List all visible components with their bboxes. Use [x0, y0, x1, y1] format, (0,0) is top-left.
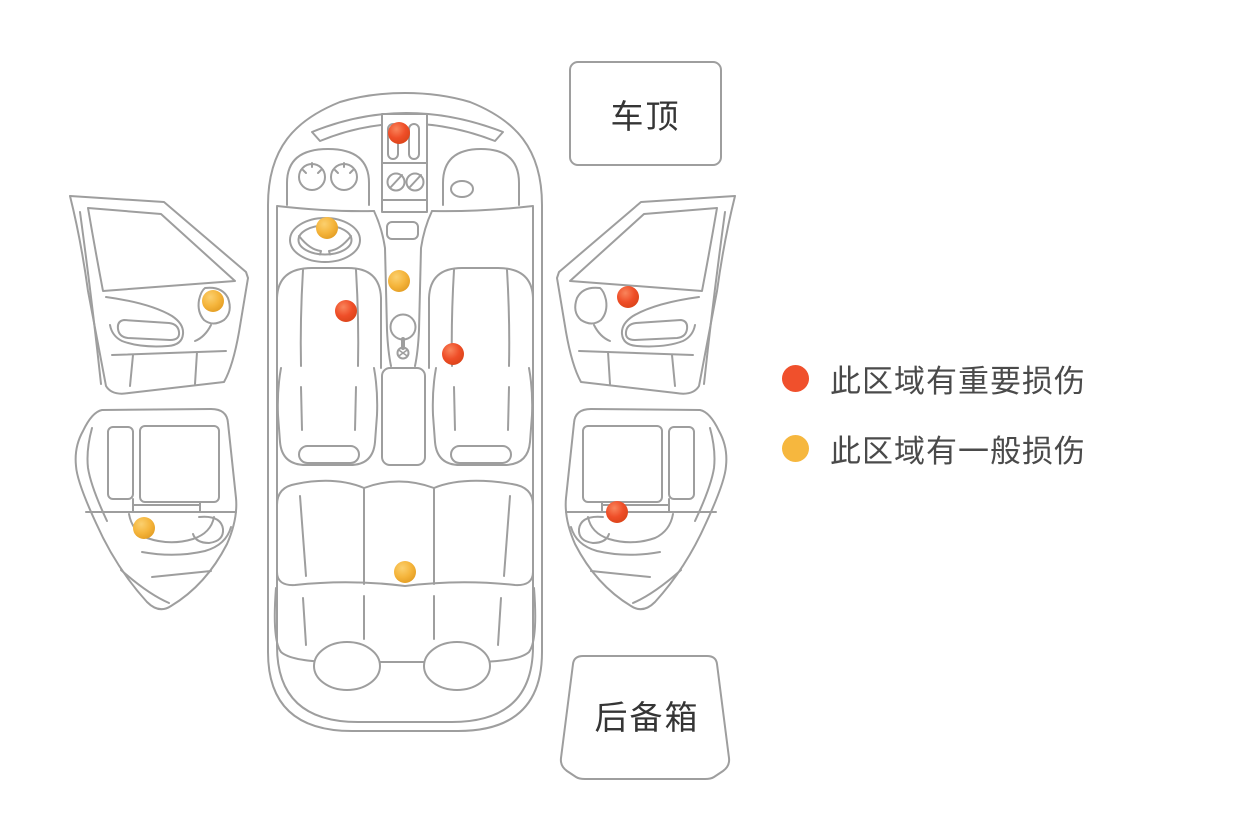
damage-marker-rear-left-door[interactable]	[133, 517, 155, 539]
glovebox-panel	[442, 148, 520, 206]
damage-marker-passenger-seat[interactable]	[442, 343, 464, 365]
damage-marker-front-left-door[interactable]	[202, 290, 224, 312]
major-damage-dot-icon	[782, 364, 809, 392]
legend-item-major: 此区域有重要损伤	[782, 352, 1086, 404]
damage-marker-steering-wheel[interactable]	[316, 217, 338, 239]
car-body	[267, 92, 543, 732]
major-damage-label: 此区域有重要损伤	[830, 363, 1086, 399]
trunk-box	[559, 655, 731, 780]
damage-markers-layer	[133, 122, 639, 583]
damage-marker-center-console[interactable]	[388, 270, 410, 292]
damage-marker-driver-seat[interactable]	[335, 300, 357, 322]
damage-marker-dashboard-center[interactable]	[388, 122, 410, 144]
front-right-door	[556, 195, 736, 395]
damage-marker-rear-seat[interactable]	[394, 561, 416, 583]
rear-seat	[273, 479, 537, 691]
rear-right-door	[564, 408, 728, 611]
passenger-seat	[428, 267, 534, 466]
rear-left-door	[74, 408, 238, 611]
damage-marker-rear-right-door[interactable]	[606, 501, 628, 523]
center-console	[373, 210, 433, 466]
driver-seat	[276, 267, 382, 466]
armrest	[381, 367, 426, 466]
damage-marker-front-right-door[interactable]	[617, 286, 639, 308]
minor-damage-dot-icon	[782, 434, 809, 462]
gear-shifter	[389, 313, 417, 360]
damage-legend: 此区域有重要损伤 此区域有一般损伤	[782, 352, 1086, 474]
instrument-cluster	[286, 148, 370, 206]
windshield-band	[311, 112, 504, 142]
legend-item-minor: 此区域有一般损伤	[782, 422, 1086, 474]
minor-damage-label: 此区域有一般损伤	[830, 433, 1086, 469]
roof-box	[569, 61, 722, 166]
